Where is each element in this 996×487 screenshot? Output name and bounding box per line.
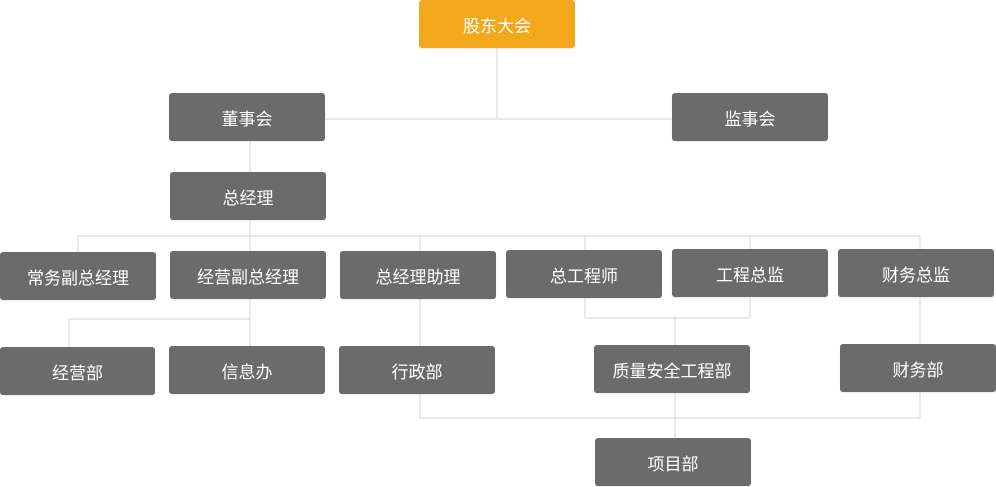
node-chief-engineer: 总工程师 xyxy=(506,250,662,298)
node-supervisory-board: 监事会 xyxy=(672,93,828,141)
node-operations-dept: 经营部 xyxy=(0,347,155,395)
node-quality-safety-dept: 质量安全工程部 xyxy=(594,345,750,393)
node-administration-dept: 行政部 xyxy=(339,346,495,394)
node-engineering-director: 工程总监 xyxy=(672,249,828,297)
node-general-manager: 总经理 xyxy=(170,172,326,220)
node-information-office: 信息办 xyxy=(169,346,325,394)
node-board-of-directors: 董事会 xyxy=(169,93,325,141)
node-gm-assistant: 总经理助理 xyxy=(340,251,496,299)
node-operations-deputy-gm: 经营副总经理 xyxy=(170,251,326,299)
node-finance-dept: 财务部 xyxy=(840,344,996,392)
node-shareholders-meeting: 股东大会 xyxy=(419,0,575,48)
node-executive-deputy-gm: 常务副总经理 xyxy=(0,252,156,300)
node-project-dept: 项目部 xyxy=(595,438,751,486)
node-finance-director: 财务总监 xyxy=(838,249,994,297)
